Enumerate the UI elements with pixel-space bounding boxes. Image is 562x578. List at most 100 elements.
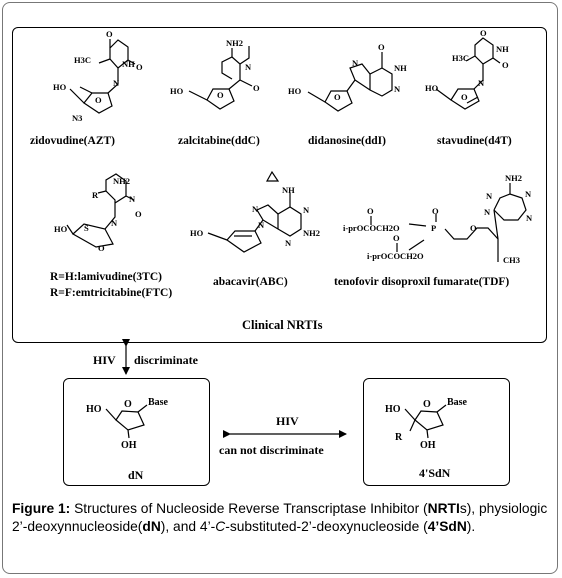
atom-label: P bbox=[431, 223, 436, 233]
atom-label: R bbox=[92, 190, 99, 200]
figure-caption: Figure 1: Structures of Nucleoside Rever… bbox=[12, 500, 548, 536]
atom-label: N bbox=[394, 84, 401, 94]
label-abc: abacavir(ABC) bbox=[213, 276, 288, 288]
clinical-nrtis-box bbox=[12, 27, 547, 343]
atom-label: HO bbox=[53, 82, 67, 92]
atom-label: N bbox=[129, 194, 136, 204]
label-lamivudine: R=H:lamivudine(3TC) bbox=[50, 271, 162, 283]
atom-label: HO bbox=[54, 224, 68, 234]
atom-label: O bbox=[423, 399, 431, 410]
dn-label: dN bbox=[128, 468, 144, 482]
label-ddc: zalcitabine(ddC) bbox=[178, 135, 260, 147]
atom-label: N bbox=[252, 204, 259, 214]
atom-label: NH bbox=[282, 185, 295, 195]
atom-label: NH bbox=[394, 63, 407, 73]
atom-label: HO bbox=[170, 86, 184, 96]
atom-label: HO bbox=[86, 404, 102, 415]
atom-label: O bbox=[378, 42, 385, 52]
atom-label: NH2 bbox=[303, 228, 320, 238]
atom-label: R bbox=[395, 432, 403, 443]
dn-box bbox=[63, 378, 210, 486]
ddc-structure bbox=[188, 46, 253, 110]
figure-frame bbox=[2, 2, 558, 574]
tdf-structure bbox=[370, 183, 527, 262]
atom-label: HO bbox=[425, 83, 439, 93]
atom-label: O bbox=[502, 60, 509, 70]
caption-text: ). bbox=[466, 519, 476, 534]
vertical-arrow-label-hiv: HIV bbox=[93, 353, 116, 367]
atom-label: H3C bbox=[452, 53, 469, 63]
atom-label: O bbox=[461, 92, 468, 102]
caption-text: -substituted-2’-deoxynucleoside ( bbox=[225, 519, 428, 534]
atom-label: N bbox=[352, 58, 359, 68]
horizontal-arrow-label-cannot: can not discriminate bbox=[219, 443, 324, 457]
atom-label: O bbox=[136, 62, 143, 72]
atom-label: N bbox=[526, 213, 533, 223]
atom-label: N bbox=[258, 220, 265, 230]
label-emtricitabine: R=F:emtricitabine(FTC) bbox=[50, 287, 173, 299]
atom-label: Base bbox=[148, 397, 169, 408]
atom-label: O bbox=[432, 206, 439, 216]
atom-label: NH bbox=[122, 59, 135, 69]
caption-bold: dN bbox=[142, 519, 161, 534]
atom-label: O bbox=[98, 243, 105, 253]
atom-label: NH2 bbox=[505, 173, 522, 183]
atom-label: O bbox=[253, 83, 260, 93]
atom-label: N bbox=[113, 78, 120, 88]
atom-label: NH2 bbox=[113, 176, 130, 186]
atom-label: N bbox=[525, 189, 532, 199]
atom-label: HO bbox=[385, 404, 401, 415]
caption-text: Structures of Nucleoside Reverse Transcr… bbox=[70, 501, 428, 516]
atom-label: N bbox=[303, 205, 310, 215]
label-azt: zidovudine(AZT) bbox=[30, 135, 115, 147]
sdn-label: 4'SdN bbox=[419, 466, 451, 480]
sdn-box bbox=[363, 378, 510, 486]
atom-label: CH3 bbox=[503, 255, 520, 265]
atom-label: N bbox=[285, 238, 292, 248]
azt-structure bbox=[69, 39, 136, 114]
atom-label: N3 bbox=[72, 113, 82, 123]
atom-label: O bbox=[106, 29, 113, 39]
abacavir-structure bbox=[207, 170, 302, 253]
label-tdf: tenofovir disoproxil fumarate(TDF) bbox=[334, 276, 510, 288]
caption-text: ), and 4’- bbox=[160, 519, 216, 534]
atom-label: Base bbox=[447, 397, 468, 408]
atom-label: N bbox=[245, 62, 252, 72]
caption-text: s), physiologic 2’-deoxynnucleoside( bbox=[12, 501, 548, 534]
atom-label: i-prOCOCH2O bbox=[343, 223, 400, 233]
d4t-structure bbox=[435, 37, 501, 110]
atom-label: O bbox=[95, 95, 102, 105]
atom-label: N bbox=[486, 191, 493, 201]
atom-label: O bbox=[135, 209, 142, 219]
atom-label: O bbox=[480, 28, 487, 38]
atom-label: O bbox=[470, 223, 477, 233]
atom-label: OH bbox=[420, 440, 436, 451]
atom-label: OH bbox=[121, 440, 137, 451]
horizontal-arrow-label-hiv: HIV bbox=[276, 414, 299, 428]
caption-bold: NRTI bbox=[427, 501, 460, 516]
atom-label: O bbox=[393, 233, 400, 243]
atom-label: i-prOCOCH2O bbox=[367, 251, 424, 261]
atom-label: O bbox=[124, 399, 132, 410]
atom-label: N bbox=[484, 207, 491, 217]
vertical-arrow-label-discriminate: discriminate bbox=[134, 353, 198, 367]
label-d4t: stavudine(d4T) bbox=[437, 135, 512, 147]
atom-label: N bbox=[111, 218, 118, 228]
clinical-nrtis-label: Clinical NRTIs bbox=[242, 318, 323, 332]
dn-structure bbox=[105, 404, 148, 439]
caption-bold: 4’SdN bbox=[427, 519, 467, 534]
atom-label: H3C bbox=[74, 55, 91, 65]
caption-label: Figure 1: bbox=[12, 501, 71, 516]
atom-label: S bbox=[84, 223, 89, 233]
atom-label: NH2 bbox=[226, 38, 243, 48]
atom-label: N bbox=[478, 78, 485, 88]
atom-label: HO bbox=[190, 228, 204, 238]
lamivudine-structure bbox=[66, 173, 135, 248]
atom-label: HO bbox=[288, 86, 302, 96]
atom-label: O bbox=[217, 90, 224, 100]
atom-label: NH bbox=[496, 44, 509, 54]
atom-label: O bbox=[334, 92, 341, 102]
sdn-structure bbox=[404, 404, 447, 439]
